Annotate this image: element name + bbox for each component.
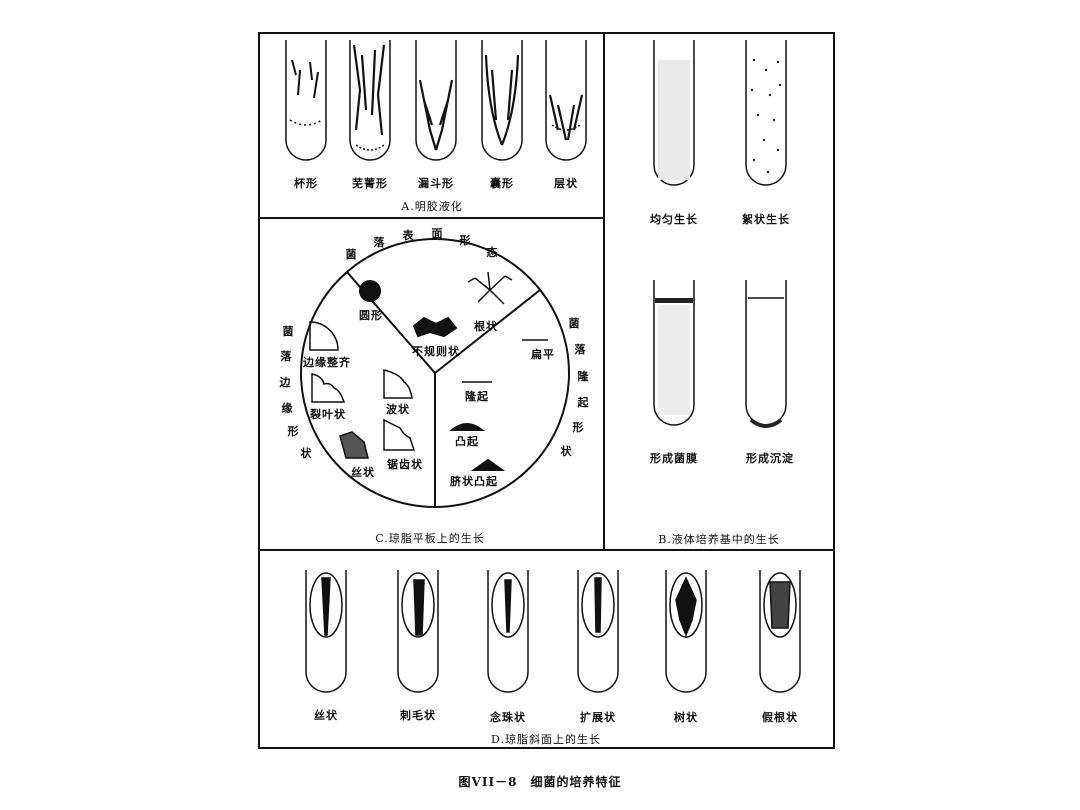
arc-right-char: 落 — [574, 343, 586, 356]
shape-serrate — [383, 418, 416, 451]
tube-a-infundibuliform — [415, 40, 457, 161]
label-d-arborescent: 树状 — [674, 711, 698, 724]
label-c-lobate: 裂叶状 — [310, 408, 346, 421]
label-d-effuse: 扩展状 — [580, 711, 616, 724]
label-c-filamentous: 丝状 — [351, 466, 375, 479]
label-c-umbonate: 脐状凸起 — [450, 475, 498, 488]
arc-top-char: 落 — [373, 236, 385, 249]
shape-rhizoid — [467, 271, 513, 305]
tube-a-cup — [285, 40, 327, 161]
arc-left-char: 边 — [279, 376, 291, 389]
label-c-irregular: 不规则状 — [412, 345, 460, 358]
arc-right-char: 起 — [577, 396, 589, 409]
label-c-raised: 隆起 — [465, 390, 489, 403]
tube-d-rhizoid — [759, 570, 801, 693]
shape-umbonate — [470, 458, 506, 471]
figure-caption: 图VII－8 细菌的培养特征 — [458, 775, 622, 789]
label-c-serrate: 锯齿状 — [387, 458, 423, 471]
tube-d-filiform — [305, 570, 347, 693]
label-d-echinulate: 刺毛状 — [400, 709, 436, 722]
arc-top-char: 态 — [486, 246, 498, 259]
sector-line-right — [434, 289, 541, 374]
label-a-stratiform: 层状 — [554, 177, 578, 190]
tube-d-effuse — [577, 570, 619, 693]
tube-a-saccate — [481, 40, 523, 161]
shape-undulate — [383, 369, 413, 399]
panel-c-colony-chart — [300, 238, 570, 508]
label-b-pellicle: 形成菌膜 — [650, 452, 698, 465]
arc-right-char: 形 — [572, 421, 584, 434]
arc-top-char: 表 — [402, 229, 414, 242]
shape-entire — [309, 321, 339, 351]
label-c-circular: 圆形 — [359, 309, 383, 322]
shape-convex — [449, 423, 485, 431]
panel-d-tubes — [305, 570, 801, 693]
caption-panel-c: C.琼脂平板上的生长 — [375, 532, 485, 545]
label-b-uniform: 均匀生长 — [650, 213, 698, 226]
arc-left-char: 状 — [300, 447, 312, 460]
arc-left-char: 形 — [287, 425, 299, 438]
tube-d-echinulate — [397, 570, 439, 693]
label-b-sediment: 形成沉淀 — [746, 452, 794, 465]
label-d-rhizoid: 假根状 — [762, 711, 798, 724]
tube-b-sediment — [745, 280, 787, 428]
arc-left-char: 缘 — [281, 402, 293, 415]
label-d-filiform: 丝状 — [314, 709, 338, 722]
caption-panel-b: B.液体培养基中的生长 — [658, 533, 780, 546]
arc-right-char: 菌 — [568, 317, 580, 330]
caption-panel-a: A.明胶液化 — [401, 200, 463, 213]
arc-left-char: 菌 — [282, 325, 294, 338]
shape-irregular — [412, 316, 458, 338]
label-a-napiform: 芜菁形 — [352, 177, 388, 190]
arc-top-char: 面 — [431, 227, 443, 240]
arc-top-char: 菌 — [345, 248, 357, 261]
panel-b-tubes — [653, 40, 787, 428]
tube-b-flocculent — [745, 40, 787, 186]
caption-panel-d: D.琼脂斜面上的生长 — [491, 733, 601, 746]
label-c-rhizoid: 根状 — [474, 320, 498, 333]
label-a-cup: 杯形 — [294, 177, 318, 190]
tube-b-uniform — [653, 40, 695, 186]
label-a-saccate: 囊形 — [490, 177, 514, 190]
label-c-convex: 凸起 — [455, 435, 479, 448]
arc-top-char: 形 — [459, 234, 471, 247]
shape-circular — [359, 280, 381, 302]
label-b-flocculent: 絮状生长 — [742, 213, 790, 226]
arc-left-char: 落 — [280, 350, 292, 363]
label-a-infundibuliform: 漏斗形 — [418, 177, 454, 190]
tube-a-stratiform — [545, 40, 587, 161]
outer-frame — [258, 32, 835, 749]
label-d-beaded: 念珠状 — [490, 711, 526, 724]
label-c-flat: 扁平 — [531, 348, 555, 361]
shape-filamentous — [339, 431, 369, 459]
tube-d-arborescent — [665, 570, 707, 693]
tube-a-napiform — [349, 40, 391, 161]
tube-b-pellicle — [653, 280, 695, 426]
label-c-undulate: 波状 — [386, 403, 410, 416]
shape-lobate — [311, 373, 346, 403]
panel-a-tubes — [285, 40, 587, 161]
arc-right-char: 隆 — [577, 370, 589, 383]
label-c-entire: 边缘整齐 — [303, 356, 351, 369]
tube-d-beaded — [487, 570, 529, 693]
arc-right-char: 状 — [560, 445, 572, 458]
